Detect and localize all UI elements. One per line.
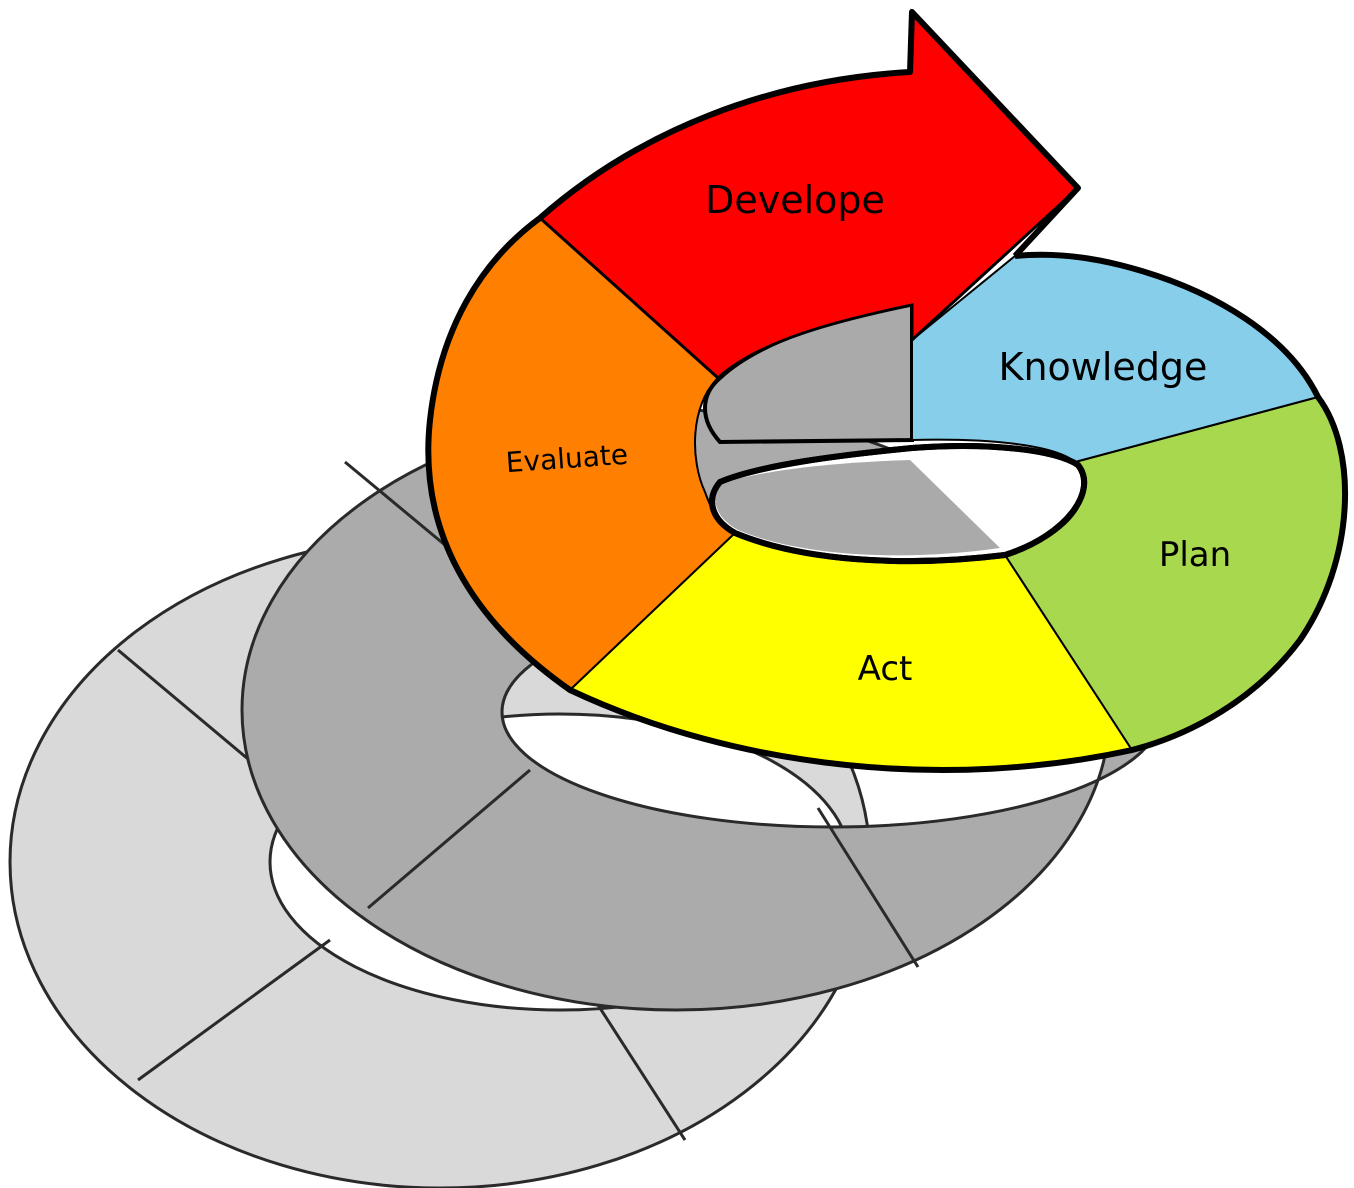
top-ring-hole-edge <box>709 443 1088 565</box>
label-act: Act <box>858 649 913 689</box>
top-ring <box>425 8 1348 773</box>
top-ring-outline <box>425 9 1348 773</box>
label-knowledge: Knowledge <box>999 345 1208 389</box>
middle-ring-dividers <box>344 460 920 968</box>
label-develope: Develope <box>705 178 885 222</box>
label-plan: Plan <box>1159 535 1231 575</box>
top-ring-hole-shadow <box>715 460 1000 556</box>
